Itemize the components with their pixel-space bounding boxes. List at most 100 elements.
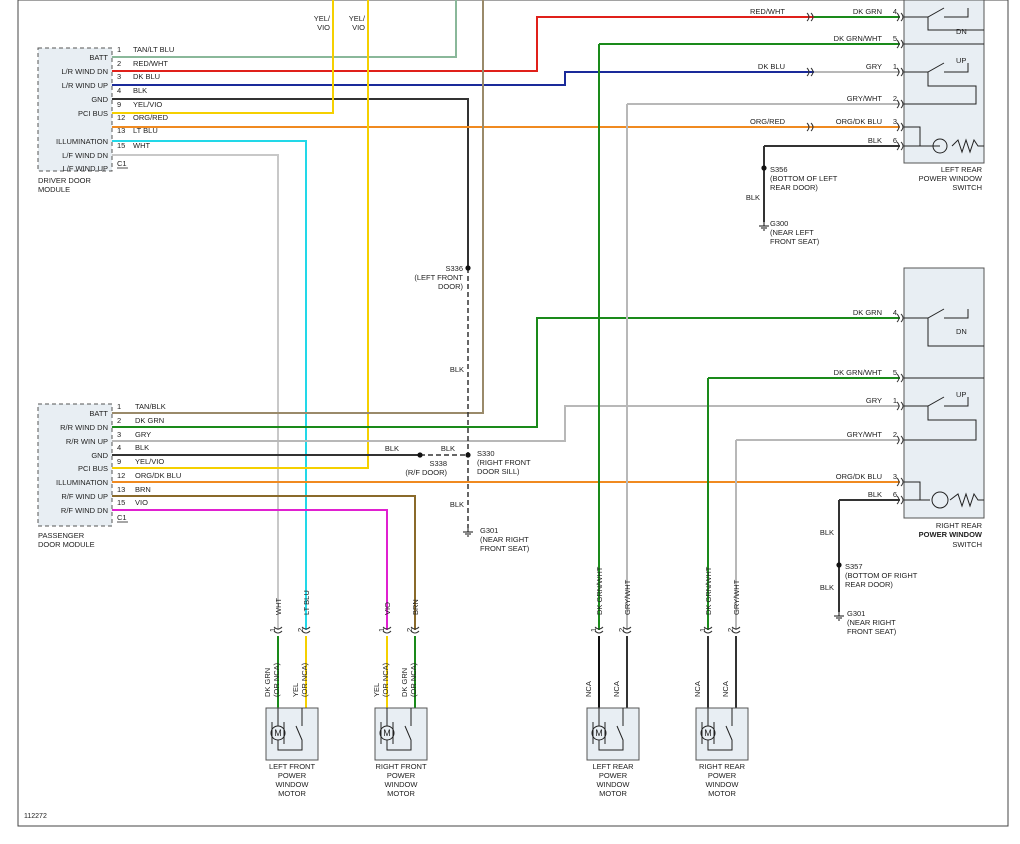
motor-wire-label-2: GRY/WHT [623, 579, 632, 615]
lr-switch-wire-label: BLK [868, 136, 882, 145]
rr-switch-up-contact [904, 377, 984, 441]
lr-org-red-connector [806, 122, 814, 132]
motor-pin-1: 1 [268, 628, 277, 632]
motor-pin-1: 1 [698, 628, 707, 632]
rr-switch-pin-connector [896, 477, 904, 487]
motor-connector-1-b [382, 630, 392, 634]
passenger-wire-label: BLK [135, 443, 149, 452]
rr-switch-wire-label: GRY [866, 396, 882, 405]
motor-connector-2-b [301, 630, 311, 634]
wire-gry-passenger [112, 405, 900, 442]
motor-box [265, 707, 319, 761]
rr-switch-pin-connector-b [900, 401, 904, 411]
lr-dk-blu-connector-a [806, 67, 810, 77]
motor-connector-2-a [301, 626, 311, 630]
motor-internal-circuit [707, 708, 733, 751]
blk-label-rr-2: BLK [820, 583, 834, 592]
motor-connector-1-a [273, 626, 283, 630]
motor-wire-label-2: LT BLU [302, 590, 311, 615]
lr-switch-pin-connector [896, 39, 904, 49]
lr-switch-wire-label: GRY [866, 62, 882, 71]
splice-s357 [836, 562, 842, 568]
passenger-pin-number: 15 [117, 498, 125, 507]
lr-dk-blu-label: DK BLU [758, 62, 785, 71]
rr-switch-pin-number: 2 [893, 430, 897, 439]
lr-red-wht-connector-b [810, 12, 814, 22]
motor-brush [271, 722, 285, 744]
passenger-pin-label: R/F WIND UP [61, 492, 108, 501]
passenger-connector-label: C1 [117, 513, 127, 522]
lr-red-wht-label: RED/WHT [750, 7, 785, 16]
driver-wire-label: LT BLU [133, 126, 158, 135]
yel-vio-top-label-1: YEL/VIO [314, 14, 331, 32]
passenger-wire-label: DK GRN [135, 416, 164, 425]
motor-connector-2-b [622, 630, 632, 634]
driver-pin-number: 3 [117, 72, 121, 81]
rr-switch-pin-number: 4 [893, 308, 897, 317]
rr-switch-pin-connector [896, 435, 904, 445]
motor-symbol-label: M [274, 728, 282, 738]
rr-switch-wire-label: GRY/WHT [847, 430, 883, 439]
motor-nca-label-1: NCA [693, 681, 702, 697]
lr-switch-pin-number: 3 [893, 117, 897, 126]
motor-connector-2 [410, 626, 420, 634]
motor-connector-2 [622, 626, 632, 634]
passenger-pin-number: 1 [117, 402, 121, 411]
driver-wire-label: ORG/RED [133, 113, 169, 122]
passenger-pin-number: 4 [117, 443, 121, 452]
components-layer [37, 0, 985, 761]
wires-layer [112, 0, 900, 708]
rr-switch-pin-connector-a [896, 495, 900, 505]
lr-switch-pin-connector [896, 141, 904, 151]
motor-wire-label-1: DK GRN/WHT [595, 566, 604, 615]
splice-s338 [417, 452, 423, 458]
passenger-wire-label: ORG/DK BLU [135, 471, 181, 480]
driver-wire-label: RED/WHT [133, 59, 168, 68]
ground-g301-b [834, 612, 844, 621]
rr-switch-name-2: POWER WINDOW [919, 530, 983, 539]
rr-switch-pin-connector-b [900, 477, 904, 487]
motor-connector-1-b [594, 630, 604, 634]
wire-yel-vio-passenger [112, 0, 369, 469]
lr-switch-up-label: UP [956, 56, 966, 65]
motor-wire-label-2: BRN [411, 599, 420, 615]
rr-switch-pin-connector [896, 373, 904, 383]
rr-switch-wire-label: DK GRN [853, 308, 882, 317]
rr-switch-name-3: SWITCH [952, 540, 982, 549]
ground-g300 [759, 222, 769, 231]
driver-wire-label: YEL/VIO [133, 100, 162, 109]
lr-switch-pin-connector [896, 67, 904, 77]
blk-label-center-2: BLK [450, 500, 464, 509]
lr-switch-pin-connector-b [900, 67, 904, 77]
motor-box [695, 707, 749, 761]
lr-switch-pin-connector [896, 12, 904, 22]
yel-vio-top-label-2: YEL/VIO [349, 14, 366, 32]
passenger-wire-label: GRY [135, 430, 151, 439]
rr-switch-wire-label: DK GRN/WHT [834, 368, 883, 377]
lr-switch-pin-number: 6 [893, 136, 897, 145]
rr-switch-wire-label: BLK [868, 490, 882, 499]
motor-pin-2: 2 [296, 628, 305, 632]
passenger-wire-label: VIO [135, 498, 148, 507]
lr-switch-pin-number: 5 [893, 34, 897, 43]
splice-s338-label: S338(R/F DOOR) [405, 459, 447, 477]
rr-switch-dn-label: DN [956, 327, 967, 336]
diagram-frame [17, 0, 1009, 827]
wire-yel-vio-driver [112, 0, 334, 114]
rr-switch-pin-connector-a [896, 435, 900, 445]
motor-pin-2: 2 [617, 628, 626, 632]
passenger-pin-number: 2 [117, 416, 121, 425]
motor-internal-circuit [386, 708, 412, 751]
motor-connector-1 [594, 626, 604, 634]
rr-switch-pin-connector-b [900, 435, 904, 445]
blk-label-s338: BLK [385, 444, 399, 453]
motor-connector-1-b [703, 630, 713, 634]
motor-connector-1-a [382, 626, 392, 630]
passenger-pin-label: ILLUMINATION [56, 478, 108, 487]
motor-connector-1-b [273, 630, 283, 634]
lr-switch-pin-connector-a [896, 67, 900, 77]
